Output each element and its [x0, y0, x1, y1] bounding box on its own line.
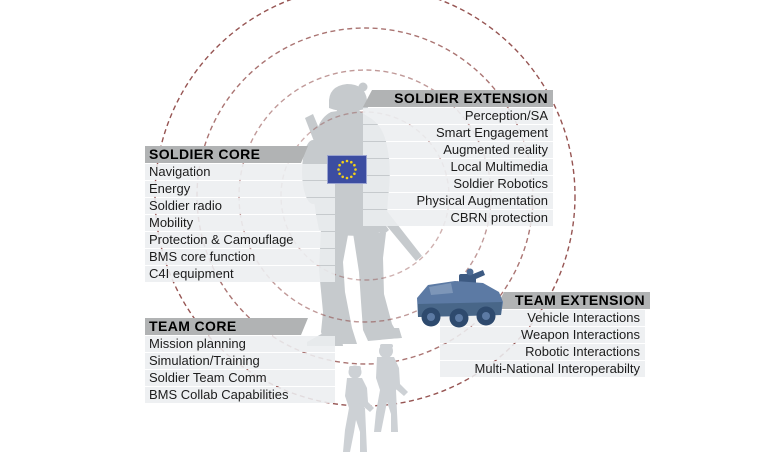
team-extension-item: Multi-National Interoperabilty — [440, 361, 645, 377]
soldier-core-item: Mobility — [145, 215, 335, 231]
team-extension-group: TEAM EXTENSION Vehicle Interactions Weap… — [440, 292, 650, 378]
soldier-extension-item: Soldier Robotics — [363, 176, 553, 192]
soldier-extension-item: CBRN protection — [363, 210, 553, 226]
team-core-header: TEAM CORE — [145, 318, 308, 335]
soldier-extension-item: Smart Engagement — [363, 125, 553, 141]
soldier-core-item: C4I equipment — [145, 266, 335, 282]
soldier-extension-header: SOLDIER EXTENSION — [363, 90, 553, 107]
team-extension-item: Robotic Interactions — [440, 344, 645, 360]
team-core-item: Simulation/Training — [145, 353, 335, 369]
soldier-core-item: Navigation — [145, 164, 335, 180]
team-extension-item: Vehicle Interactions — [440, 310, 645, 326]
soldier-extension-item: Local Multimedia — [363, 159, 553, 175]
soldier-core-item: Soldier radio — [145, 198, 335, 214]
soldier-core-header: SOLDIER CORE — [145, 146, 308, 163]
team-extension-item: Weapon Interactions — [440, 327, 645, 343]
soldier-extension-group: SOLDIER EXTENSION Perception/SA Smart En… — [363, 90, 553, 227]
soldier-extension-item: Augmented reality — [363, 142, 553, 158]
soldier-core-item: BMS core function — [145, 249, 335, 265]
soldier-pair-icon — [343, 344, 408, 452]
soldier-core-item: Protection & Camouflage — [145, 232, 335, 248]
soldier-extension-item: Physical Augmentation — [363, 193, 553, 209]
team-core-item: Soldier Team Comm — [145, 370, 335, 386]
team-core-item: Mission planning — [145, 336, 335, 352]
soldier-extension-item: Perception/SA — [363, 108, 553, 124]
team-core-group: TEAM CORE Mission planning Simulation/Tr… — [145, 318, 335, 404]
team-core-item: BMS Collab Capabilities — [145, 387, 335, 403]
team-extension-header: TEAM EXTENSION — [495, 292, 650, 309]
soldier-core-group: SOLDIER CORE Navigation Energy Soldier r… — [145, 146, 335, 283]
soldier-core-item: Energy — [145, 181, 335, 197]
